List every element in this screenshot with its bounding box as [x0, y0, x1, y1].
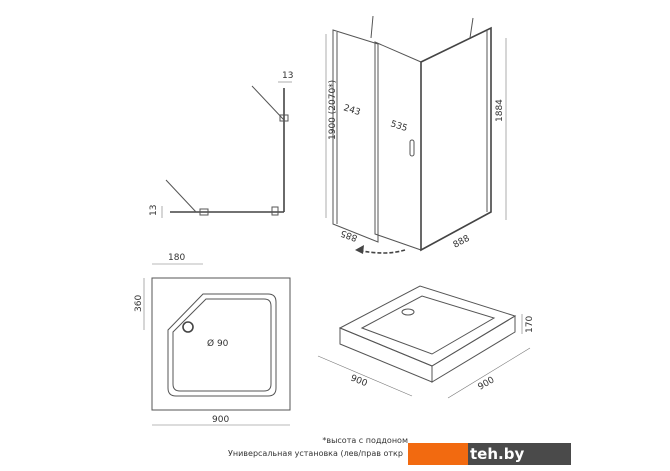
- dim-height: 1900 (2070*): [328, 80, 338, 140]
- plan-hinge: [279, 114, 289, 122]
- tray-dim-left: 360: [134, 295, 144, 312]
- note-install: Универсальная установка (лев/прав откр: [228, 449, 403, 458]
- ceiling-rod: [370, 15, 374, 39]
- tray-dim-top: 180: [168, 253, 185, 263]
- tray-iso-width-right: 900: [477, 375, 497, 392]
- tray-drain: Ø 90: [207, 338, 229, 349]
- dim-panel-height: 1884: [495, 99, 505, 122]
- dim-line: [447, 347, 531, 399]
- plan-hinge: [199, 208, 209, 216]
- door-swing-arrow-icon: [356, 249, 406, 254]
- dim-width-right: 888: [452, 234, 472, 251]
- tray-plan: 180 360 Ø 90 900: [134, 253, 291, 426]
- tray-dim-width: 900: [212, 415, 229, 425]
- fixed-panel: [332, 29, 379, 243]
- tray-basin: [360, 295, 496, 355]
- tray-inner-2: [172, 298, 272, 392]
- ceiling-rod: [469, 17, 474, 39]
- plan-hinge: [271, 206, 279, 216]
- tray-iso: 900 900 170: [317, 285, 535, 399]
- dim-width-left: 885: [339, 227, 359, 242]
- dim-door: 535: [389, 119, 408, 134]
- side-panel: [420, 26, 492, 252]
- door-handle: [409, 139, 415, 157]
- plan-dim-top: 13: [282, 71, 293, 81]
- dim-line: [317, 355, 413, 397]
- watermark-orange: [408, 443, 468, 465]
- watermark-text: teh.by: [468, 443, 571, 465]
- tray-inner: [167, 293, 277, 397]
- plan-dim-left: 13: [149, 205, 159, 216]
- tray-front-right: [431, 315, 516, 383]
- tray-iso-width-left: 900: [349, 374, 369, 390]
- enclosure-iso: 1900 (2070*) 243 535 1884 885 888: [325, 15, 507, 254]
- tray-iso-height: 170: [525, 316, 535, 333]
- plan-view: 13 13: [149, 71, 293, 218]
- plan-bracket-left: [165, 179, 197, 213]
- drain-icon: [401, 308, 415, 316]
- plan-bracket-right: [251, 85, 285, 121]
- arrow-head-icon: [355, 245, 364, 254]
- watermark-logo: teh.by: [408, 443, 571, 465]
- note-height: *высота с поддоном: [322, 436, 408, 445]
- dim-fixed-panel: 243: [342, 103, 361, 118]
- drain-icon: [182, 321, 194, 333]
- tray-outline: [151, 277, 291, 411]
